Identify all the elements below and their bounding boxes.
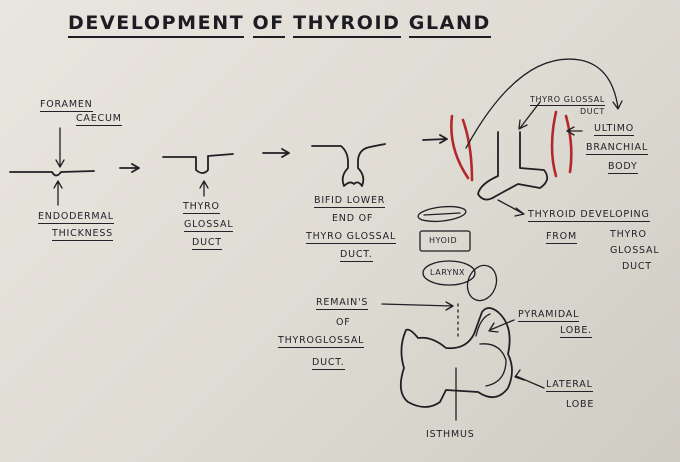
label-thyro-glossal: THYRO GLOSSAL: [306, 232, 396, 244]
label-remains-duct: DUCT.: [312, 358, 345, 370]
right-ultimo-body-2: [566, 116, 571, 172]
label-remains: REMAIN'S: [316, 298, 368, 310]
title-part-3: THYROID: [293, 12, 400, 38]
label-end-of: END OF: [332, 214, 373, 224]
pyramidal-arrow: [489, 320, 514, 332]
arrow-2-3: [263, 149, 289, 157]
lateral-lobe-outline: [480, 344, 506, 386]
label-branchial: BRANCHIAL: [586, 143, 648, 155]
label-pyramidal-lobe: LOBE.: [560, 326, 592, 338]
label-isthmus: ISTHMUS: [426, 430, 475, 440]
stage1-surface: [10, 171, 94, 176]
title-part-4: GLAND: [409, 12, 491, 38]
label-bifid-duct: DUCT.: [340, 250, 373, 262]
label-bifid-lower: BIFID LOWER: [314, 196, 385, 208]
label-lateral: LATERAL: [546, 380, 593, 392]
label-top-thyro-glossal: THYRO GLOSSAL: [530, 96, 605, 106]
label-lateral-lobe: LOBE: [566, 400, 594, 410]
label-larynx: LARYNX: [430, 269, 465, 277]
developing-arrow: [498, 200, 524, 216]
thickness-arrow: [54, 181, 62, 205]
label-thyro: THYRO: [183, 202, 220, 214]
label-endodermal: ENDODERMAL: [38, 212, 114, 224]
arrow-3-4: [423, 135, 447, 143]
title-part-1: DEVELOPMENT: [68, 12, 244, 38]
stage3-bifid: [312, 144, 385, 186]
remains-arrow: [382, 302, 453, 310]
hyoid-line: [424, 213, 460, 215]
label-remains-of: OF: [336, 318, 351, 328]
lateral-arrow: [515, 370, 544, 388]
label-dev-thyro: THYRO: [610, 230, 647, 240]
label-foramen: FORAMEN: [40, 100, 93, 112]
label-dev-duct: DUCT: [622, 262, 652, 272]
lower-ellipse: [463, 261, 502, 304]
label-pyramidal: PYRAMIDAL: [518, 310, 579, 322]
label-glossal: GLOSSAL: [184, 220, 233, 232]
foramen-arrow: [56, 128, 64, 167]
right-ultimo-body-1: [552, 112, 556, 176]
duct-arrow: [200, 181, 208, 196]
arrow-1-2: [120, 164, 139, 172]
stage2-duct: [163, 154, 233, 173]
label-from: FROM: [546, 232, 577, 244]
label-body: BODY: [608, 162, 638, 174]
label-top-duct: DUCT: [580, 108, 605, 116]
label-thyroid-developing: THYROID DEVELOPING: [528, 210, 650, 222]
page-title: DEVELOPMENT OF THYROID GLAND: [68, 12, 491, 34]
label-duct: DUCT: [192, 238, 222, 250]
label-ultimo: ULTIMO: [594, 124, 634, 136]
title-part-2: OF: [253, 12, 285, 38]
label-caecum: CAECUM: [76, 114, 122, 126]
label-thickness: THICKNESS: [52, 229, 113, 241]
stage4-duct: [478, 132, 547, 200]
top-duct-arrow: [519, 102, 540, 129]
label-hyoid: HYOID: [429, 237, 457, 245]
label-dev-glossal: GLOSSAL: [610, 246, 659, 256]
label-remains-thyroglossal: THYROGLOSSAL: [278, 336, 364, 348]
